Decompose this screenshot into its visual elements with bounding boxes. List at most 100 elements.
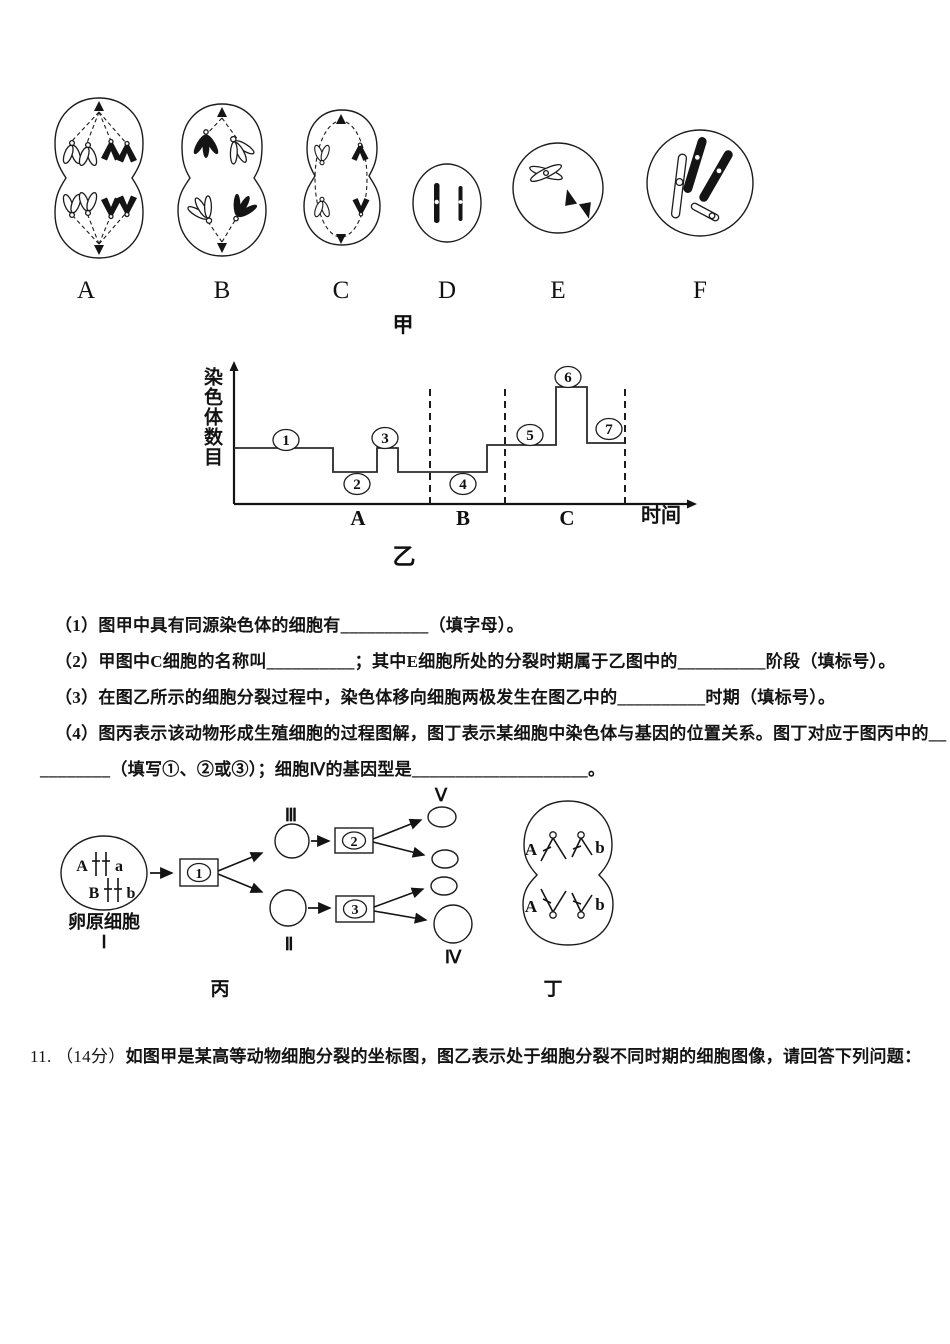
y-axis-label: 染色体数目: [201, 367, 222, 467]
cell-B-diagram: [177, 103, 267, 257]
segment-1-marker: 1: [282, 433, 290, 449]
y-axis-arrow-icon: [229, 361, 239, 371]
cell-II-label: Ⅱ: [285, 934, 294, 954]
cell-C-label: C: [333, 277, 350, 304]
cell-B-membrane: [177, 103, 267, 257]
cell-I-label: Ⅰ: [101, 932, 106, 952]
figure-jia-caption: 甲: [393, 313, 414, 337]
process-box-1: 1: [179, 858, 219, 887]
phase-B-label: B: [456, 506, 470, 530]
cell-C-membrane: [303, 109, 381, 246]
arrow: [372, 841, 426, 858]
spindle-pole-icon: [217, 243, 227, 253]
question-4-line1: （4）图丙表示该动物形成生殖细胞的过程图解，图丁表示某细胞中染色体与基因的位置关…: [55, 724, 947, 743]
cell-E-membrane: [512, 142, 604, 234]
arrow: [372, 818, 423, 840]
cell-D-diagram: [412, 163, 482, 243]
gene-A-label: A: [76, 858, 88, 875]
x-axis-label: 时间: [641, 504, 681, 527]
cell-A-membrane: [54, 97, 144, 259]
allele-A-bottom-label: A: [525, 897, 538, 916]
cell-F-label: F: [693, 277, 707, 304]
figure-bing-caption: 丙: [210, 979, 229, 1000]
segment-3-marker: 3: [381, 431, 389, 447]
cell-III-label: Ⅲ: [285, 805, 297, 825]
chromosomes: [670, 137, 733, 222]
ding-chromosomes: [540, 831, 593, 919]
spindle-ring: [314, 120, 368, 238]
axes: [229, 361, 697, 509]
allele-A-top-label: A: [525, 840, 538, 859]
polar-body-cell: [430, 876, 458, 896]
cell-D-label: D: [438, 277, 456, 304]
arrow: [373, 910, 428, 924]
cell-IV-label: Ⅳ: [445, 947, 462, 967]
chromosomes: [182, 129, 263, 231]
cell-B-label: B: [214, 277, 231, 304]
figure-yi-chart: 1 2 3 4 5 6 7 A B C 时间 乙: [229, 361, 697, 569]
cell-III: [274, 823, 310, 859]
process-1-number: 1: [196, 867, 203, 882]
spindle-pole-icon: [217, 107, 227, 117]
process-box-2: 2: [334, 827, 374, 854]
chromosomes: [434, 183, 463, 223]
figure-ding-diagram: A b A b 丁: [522, 800, 614, 1000]
segment-markers: 1 2 3 4 5 6 7: [272, 365, 623, 496]
oogonium-name-label: 卵原细胞: [68, 911, 140, 932]
chromosome-number-stepline: [234, 386, 625, 473]
segment-5-marker: 5: [526, 428, 534, 444]
segment-7-marker: 7: [605, 422, 613, 438]
cell-V: [427, 806, 457, 828]
phase-A-label: A: [350, 506, 366, 530]
cell-II: [269, 889, 307, 927]
question-1: （1）图甲中具有同源染色体的细胞有__________（填字母）。: [55, 616, 524, 635]
question-11-number: 11. （14分）: [30, 1047, 126, 1066]
figure-bing-diagram: A a B b 卵原细胞 Ⅰ 1 Ⅲ 2: [60, 785, 473, 1000]
arrow: [373, 887, 425, 908]
spindle-pole-icon: [336, 114, 346, 124]
question-11-text: 如图甲是某高等动物细胞分裂的坐标图，图乙表示处于细胞分裂不同时期的细胞图像，请回…: [125, 1047, 922, 1066]
segment-4-marker: 4: [459, 477, 467, 493]
gene-b-label: b: [127, 885, 136, 902]
arrow: [217, 852, 264, 872]
figure-bing-ding: A a B b 卵原细胞 Ⅰ 1 Ⅲ 2: [60, 785, 614, 1000]
gene-B-label: B: [89, 885, 100, 902]
oogonium-chromosome-pairs: [92, 852, 122, 902]
question-4-line2: ________（填写①、②或③）；细胞Ⅳ的基因型是______________…: [40, 760, 606, 779]
cell-E-label: E: [550, 277, 565, 304]
segment-6-marker: 6: [564, 370, 572, 386]
allele-b-top-label: b: [595, 838, 604, 857]
chromosomes: [529, 163, 591, 219]
phase-C-label: C: [559, 506, 574, 530]
cell-A-label: A: [77, 277, 95, 304]
polar-body-cell: [431, 849, 459, 869]
spindle-pole-icon: [336, 234, 346, 244]
process-3-number: 3: [352, 903, 359, 918]
ding-cell-membrane: [522, 800, 614, 946]
cell-F-membrane: [646, 129, 754, 237]
question-3: （3）在图乙所示的细胞分裂过程中，染色体移向细胞两极发生在图乙中的_______…: [55, 688, 836, 707]
cell-IV: [433, 904, 473, 944]
cell-A-diagram: [54, 97, 144, 259]
process-box-3: 3: [335, 895, 375, 923]
figure-jia-cells: A B C D E F 甲: [54, 97, 754, 337]
cell-F-diagram: [646, 129, 754, 237]
spindle-fibers: [71, 111, 127, 245]
chromosomes: [312, 142, 371, 219]
cell-E-diagram: [512, 142, 604, 234]
cell-D-membrane: [412, 163, 482, 243]
figure-yi-caption: 乙: [393, 544, 416, 569]
cell-C-diagram: [303, 109, 381, 246]
figure-ding-caption: 丁: [543, 979, 562, 1000]
cell-V-label: Ⅴ: [434, 785, 448, 805]
segment-2-marker: 2: [353, 477, 361, 493]
spindle-pole-icon: [94, 101, 104, 111]
oogonium-cell: [60, 835, 148, 911]
x-axis-arrow-icon: [687, 499, 697, 509]
spindle-pole-icon: [94, 245, 104, 255]
gene-a-label: a: [115, 858, 123, 875]
allele-b-bottom-label: b: [595, 895, 604, 914]
question-2: （2）甲图中C细胞的名称叫__________；其中E细胞所处的分裂时期属于乙图…: [55, 652, 896, 671]
question-11: 11. （14分）如图甲是某高等动物细胞分裂的坐标图，图乙表示处于细胞分裂不同时…: [30, 1042, 921, 1067]
